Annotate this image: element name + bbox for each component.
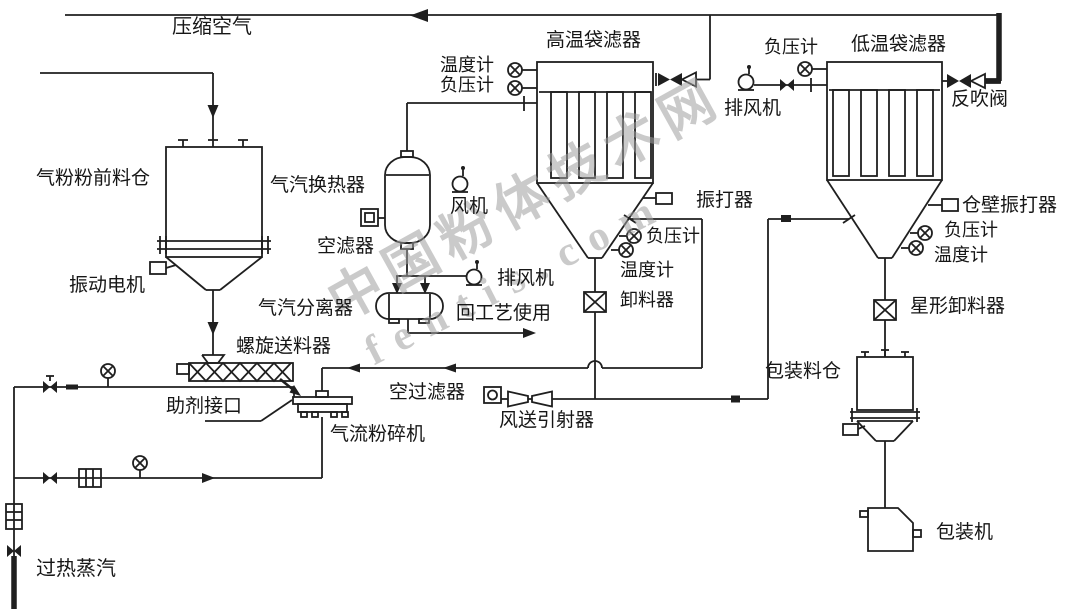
silo-vibrator-icon bbox=[842, 423, 859, 436]
air-filter-icon bbox=[360, 208, 379, 227]
label-ht-vacuum-gauge: 负压计 bbox=[440, 75, 494, 95]
label-ht-cone-vacuum: 负压计 bbox=[646, 226, 700, 246]
screw-feeder bbox=[176, 354, 301, 396]
label-compressed-air: 压缩空气 bbox=[172, 16, 252, 38]
label-exhaust-fan-mid: 排风机 bbox=[497, 268, 555, 289]
lt-vacuum-gauge-icon bbox=[797, 61, 827, 77]
label-ht-thermometer: 温度计 bbox=[440, 55, 494, 75]
gas-separator bbox=[375, 260, 536, 338]
thermometer-icon bbox=[507, 62, 537, 78]
fan-icon bbox=[451, 166, 469, 193]
wall-rapper-icon bbox=[941, 198, 959, 212]
label-lt-cone-thermometer: 温度计 bbox=[934, 245, 988, 265]
label-wall-rapper: 仓壁振打器 bbox=[962, 195, 1058, 216]
label-lt-bag-filter: 低温袋滤器 bbox=[851, 34, 947, 55]
blowback-valve-icon bbox=[655, 71, 710, 88]
lt-cone-vacuum-gauge-icon bbox=[910, 225, 933, 241]
label-superheated-steam: 过热蒸汽 bbox=[36, 558, 116, 580]
label-packing-silo: 包装料仓 bbox=[765, 361, 842, 382]
ht-bag-filter bbox=[507, 61, 710, 399]
vacuum-gauge-icon bbox=[507, 80, 537, 96]
label-discharger: 卸料器 bbox=[620, 290, 674, 310]
steam-piping bbox=[5, 363, 322, 609]
cone-thermometer-icon bbox=[611, 242, 634, 258]
label-star-discharger: 星形卸料器 bbox=[910, 296, 1006, 317]
jet-mill bbox=[292, 368, 353, 478]
discharger-icon bbox=[583, 291, 607, 313]
silo-feed-line bbox=[40, 72, 219, 147]
feed-silo bbox=[149, 139, 271, 355]
conveying-air-filter-icon bbox=[483, 386, 502, 404]
label-feed-silo: 气粉粉前料仓 bbox=[36, 168, 151, 189]
cone-vacuum-gauge-icon bbox=[619, 228, 642, 244]
label-additive-port: 助剂接口 bbox=[166, 396, 243, 417]
label-vibration-motor: 振动电机 bbox=[69, 275, 146, 296]
label-blowback-valve: 反吹阀 bbox=[951, 89, 1009, 110]
heat-exchanger bbox=[360, 96, 537, 276]
label-return-to-process: 回工艺使用 bbox=[456, 303, 552, 324]
label-lt-vacuum-gauge-top: 负压计 bbox=[764, 37, 818, 57]
lt-bag-filter bbox=[737, 61, 1000, 357]
label-packing-machine: 包装机 bbox=[936, 522, 994, 543]
label-air-filter: 空滤器 bbox=[317, 236, 375, 257]
mill-top-line bbox=[322, 214, 703, 373]
label-heat-exchanger: 气汽换热器 bbox=[270, 175, 366, 196]
ejector-icon bbox=[507, 390, 529, 408]
label-fan: 风机 bbox=[450, 196, 489, 217]
label-exhaust-fan-top: 排风机 bbox=[724, 98, 782, 119]
label-ejector: 风送引射器 bbox=[499, 410, 595, 431]
additive-port-connector bbox=[205, 399, 293, 422]
label-conveying-air-filter: 空过滤器 bbox=[389, 382, 466, 403]
packing-silo bbox=[842, 349, 920, 508]
star-discharger-icon bbox=[873, 299, 897, 321]
label-rapper: 振打器 bbox=[696, 190, 754, 211]
rapper-icon bbox=[655, 192, 673, 205]
label-screw-feeder: 螺旋送料器 bbox=[236, 336, 332, 357]
label-jet-mill: 气流粉碎机 bbox=[330, 424, 426, 445]
label-ht-cone-thermometer: 温度计 bbox=[620, 260, 674, 280]
conveying-line bbox=[483, 214, 856, 408]
blowback-valve-lt-icon bbox=[942, 72, 1000, 90]
label-lt-cone-vacuum: 负压计 bbox=[944, 220, 998, 240]
packing-machine bbox=[859, 507, 922, 552]
label-ht-bag-filter: 高温袋滤器 bbox=[546, 30, 642, 51]
vibration-motor-icon bbox=[149, 261, 167, 275]
exhaust-fan-icon bbox=[465, 260, 483, 286]
label-gas-separator: 气汽分离器 bbox=[258, 298, 354, 319]
exhaust-fan-top-icon bbox=[737, 65, 755, 91]
lt-cone-thermometer-icon bbox=[901, 240, 924, 256]
